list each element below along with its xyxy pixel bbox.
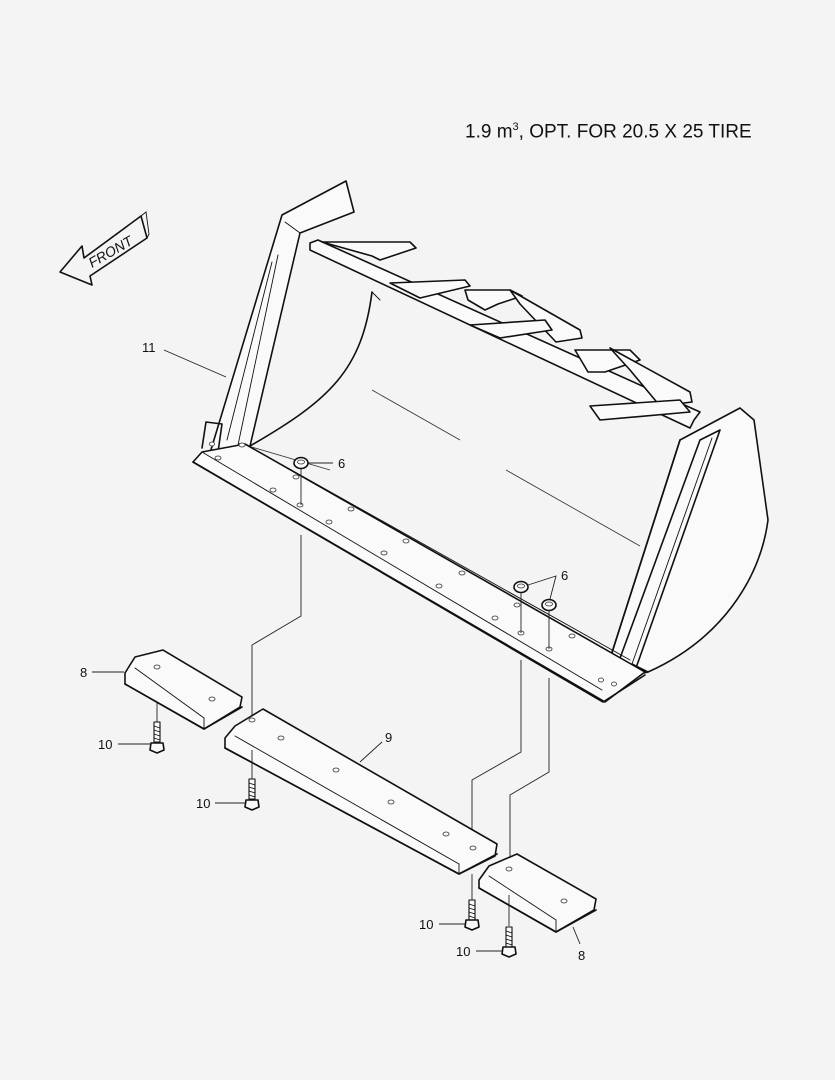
title-rest: , OPT. FOR 20.5 X 25 TIRE — [518, 121, 752, 143]
bucket-assembly: 11 — [142, 180, 769, 703]
bolt-2: 10 — [196, 778, 260, 811]
callout-wear-plate-left: 8 — [80, 665, 87, 680]
bolt-holes — [209, 441, 617, 687]
callout-bolt-1: 10 — [98, 737, 112, 752]
callout-nut-left: 6 — [338, 456, 345, 471]
title-superscript: 3 — [512, 121, 519, 133]
callout-wear-plate-right: 8 — [578, 948, 585, 963]
callout-bolt-4: 10 — [456, 944, 470, 959]
callout-cutting-edge: 9 — [385, 730, 392, 745]
callout-bolt-3: 10 — [419, 917, 433, 932]
diagram-title: 1.9 m3, OPT. FOR 20.5 X 25 TIRE — [465, 121, 752, 143]
callout-bucket: 11 — [142, 340, 156, 355]
wear-plate-left: 8 — [80, 649, 243, 730]
front-arrow-icon: FRONT — [59, 211, 150, 286]
cutting-edge: 9 — [224, 708, 498, 875]
bolt-1: 10 — [98, 721, 165, 754]
bolt-3: 10 — [419, 899, 480, 932]
callout-nut-right: 6 — [561, 568, 568, 583]
wear-plate-right: 8 — [471, 853, 597, 963]
nut-right: 6 — [513, 568, 568, 649]
callout-bolt-2: 10 — [196, 796, 210, 811]
title-capacity: 1.9 m — [465, 121, 513, 143]
nut-left: 6 — [293, 456, 345, 505]
bolt-4: 10 — [456, 926, 517, 959]
